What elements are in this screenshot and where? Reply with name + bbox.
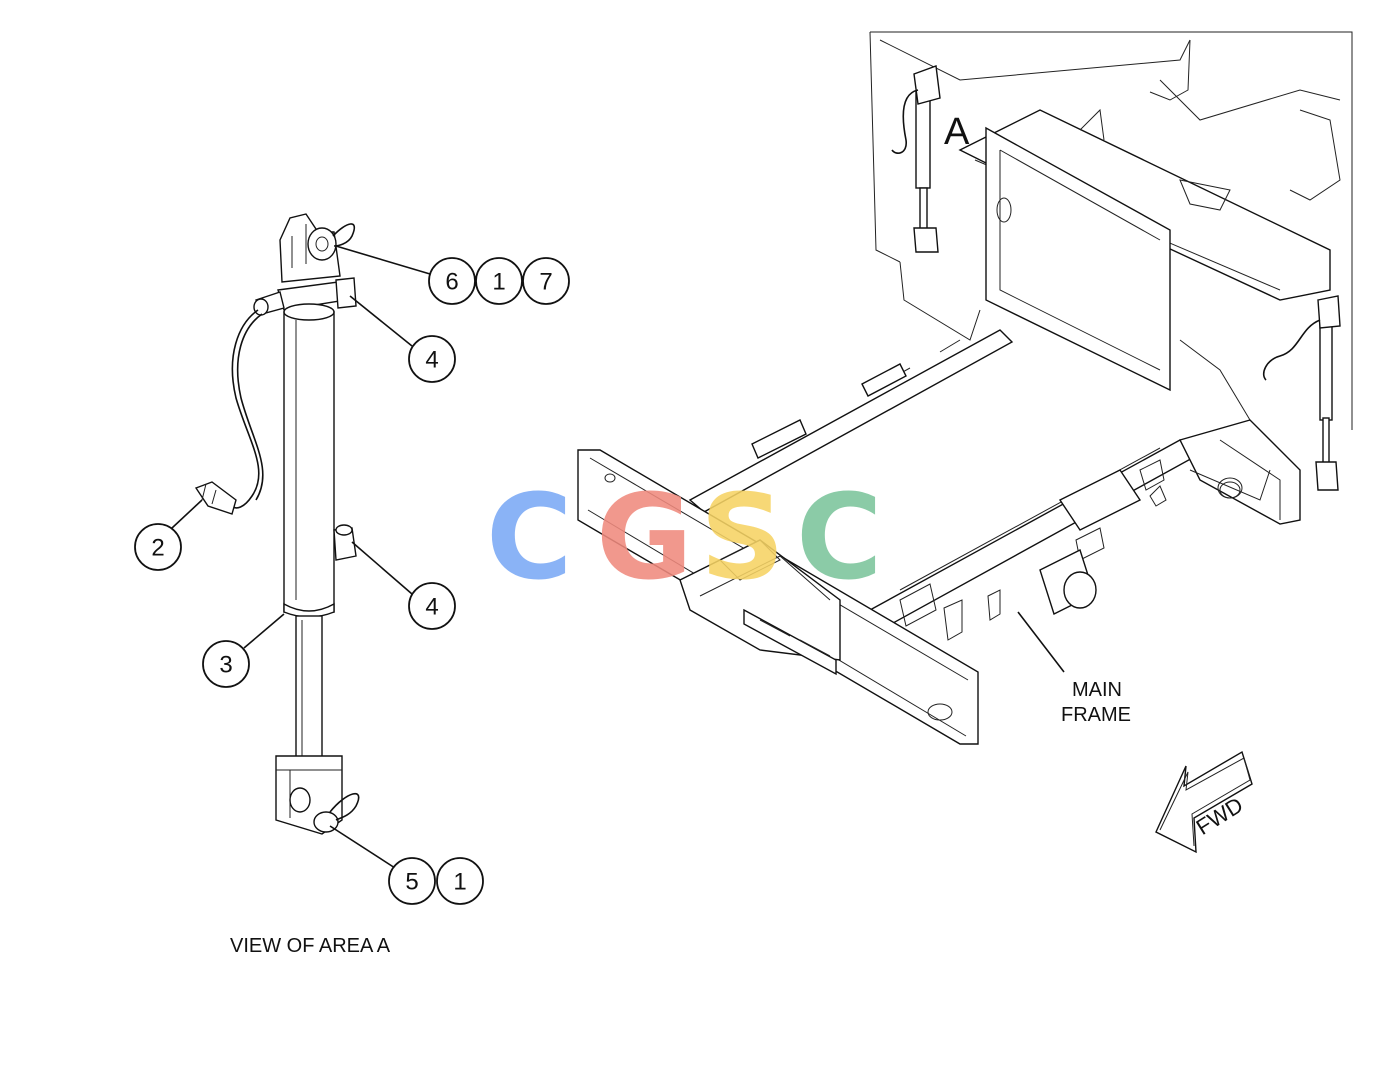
area-a-marker: A <box>944 111 970 153</box>
callout-clamp-upper: 4 <box>408 335 456 383</box>
watermark-letter-3: S <box>700 468 785 606</box>
callout-group-top: 6 1 7 <box>428 257 570 305</box>
svg-text:2: 2 <box>151 535 164 562</box>
callout-6: 6 <box>445 269 458 296</box>
callout-cylinder: 3 <box>202 640 250 688</box>
callout-7: 7 <box>539 269 552 296</box>
callout-leaders <box>171 245 431 869</box>
watermark-letter-2: G <box>596 468 693 606</box>
strut-detail-view <box>194 213 360 835</box>
callout-5: 5 <box>405 869 418 896</box>
main-frame-label-line2: FRAME <box>1061 704 1131 726</box>
svg-text:3: 3 <box>219 652 232 679</box>
main-frame-assembly: A <box>577 31 1353 745</box>
watermark-letter-1: C <box>486 468 573 606</box>
watermark-letter-4: C <box>796 468 883 606</box>
svg-text:4: 4 <box>425 594 438 621</box>
callout-1-top: 1 <box>492 269 505 296</box>
callout-1-bottom: 1 <box>453 869 466 896</box>
main-frame-label-line1: MAIN <box>1072 679 1122 701</box>
fwd-direction-arrow: FWD <box>1155 750 1253 854</box>
svg-text:4: 4 <box>425 347 438 374</box>
main-frame-leader <box>1017 611 1065 673</box>
callout-sensor: 2 <box>134 523 182 571</box>
view-caption: VIEW OF AREA A <box>230 935 391 957</box>
callout-group-bottom: 5 1 <box>388 857 484 905</box>
callout-clamp-lower: 4 <box>408 582 456 630</box>
cgsc-watermark: C G S C <box>486 468 883 606</box>
